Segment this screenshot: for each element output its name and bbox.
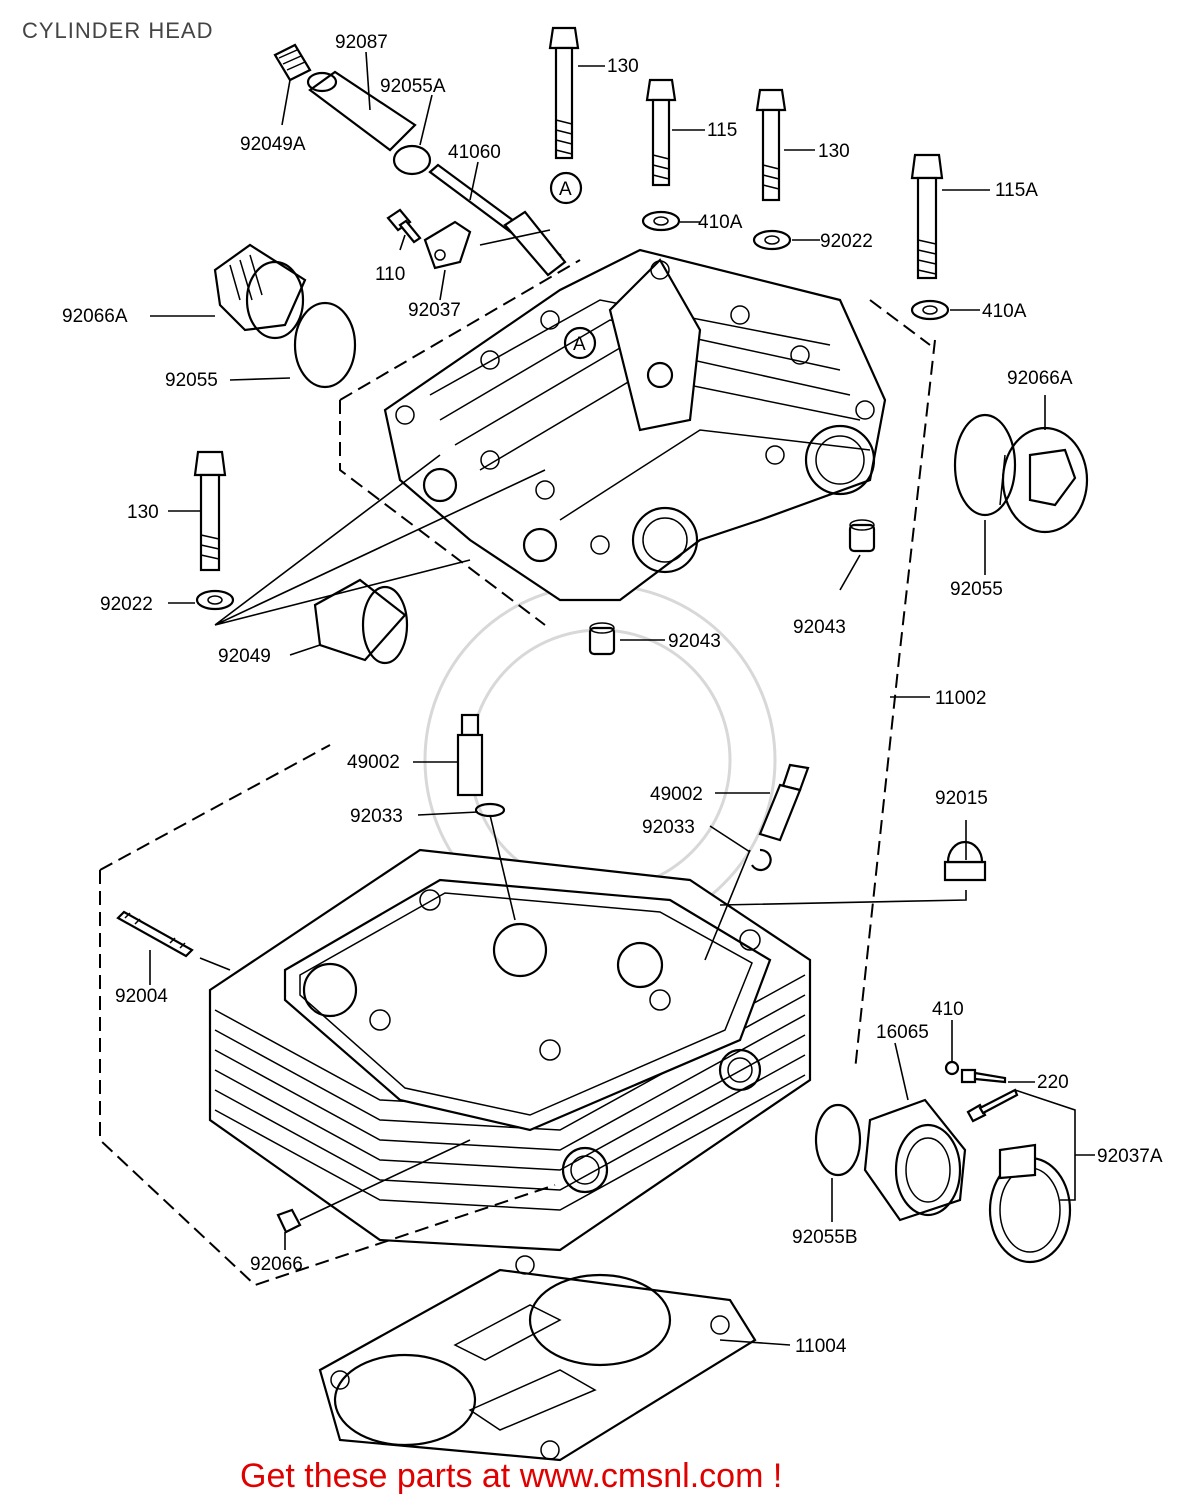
label-92055B: 92055B — [792, 1227, 858, 1248]
dowel-92043-upper — [848, 519, 876, 553]
label-115A: 115A — [995, 180, 1038, 201]
label-92037: 92037 — [408, 300, 461, 321]
label-92022-top: 92022 — [820, 231, 873, 252]
bolt-130-middle — [755, 88, 787, 202]
label-92037A: 92037A — [1097, 1146, 1163, 1167]
label-92087: 92087 — [335, 32, 388, 53]
head-gasket-11004 — [318, 1255, 757, 1462]
label-92049: 92049 — [218, 646, 271, 667]
part-labels: 92087 92055A 92049A 41060 130 115 130 11… — [62, 32, 1163, 1357]
label-92004: 92004 — [115, 986, 168, 1007]
label-16065: 16065 — [876, 1022, 929, 1043]
washer-92022-top — [752, 229, 792, 251]
label-92066: 92066 — [250, 1254, 303, 1275]
washer-410A-right — [910, 299, 950, 321]
label-92066A-right: 92066A — [1007, 368, 1073, 389]
label-410A-top: 410A — [698, 212, 743, 233]
plug-92066 — [276, 1208, 302, 1234]
label-92049A: 92049A — [240, 134, 306, 155]
label-92055A: 92055A — [380, 76, 446, 97]
washer-92022-left — [195, 589, 235, 611]
footer-promo-link[interactable]: Get these parts at www.cmsnl.com ! — [240, 1457, 782, 1495]
label-220: 220 — [1037, 1072, 1069, 1093]
label-92043-lower: 92043 — [668, 631, 721, 652]
label-92055-right: 92055 — [950, 579, 1003, 600]
label-92055-left: 92055 — [165, 370, 218, 391]
label-92033-left: 92033 — [350, 806, 403, 827]
label-130-middle: 130 — [818, 141, 850, 162]
valve-guide-49002-right — [758, 763, 810, 842]
label-11002: 11002 — [935, 688, 986, 709]
o-ring-92055B — [814, 1103, 862, 1177]
label-92043-upper: 92043 — [793, 617, 846, 638]
callout-a-circle-top: A — [549, 171, 583, 205]
bolt-115A — [910, 153, 944, 280]
svg-text:A: A — [559, 179, 572, 200]
label-130-left: 130 — [127, 502, 159, 523]
o-ring-92055-left — [293, 301, 357, 389]
sleeve-92087 — [306, 70, 417, 152]
label-49002-left: 49002 — [347, 752, 400, 773]
washer-410-small — [944, 1060, 960, 1076]
acorn-nut-92015 — [943, 840, 987, 882]
clamp-92037A — [988, 1143, 1072, 1264]
bolt-130-top — [548, 26, 580, 160]
label-92015: 92015 — [935, 788, 988, 809]
washer-410A-top — [641, 210, 681, 232]
label-92022-left: 92022 — [100, 594, 153, 615]
label-11004: 11004 — [795, 1336, 847, 1357]
o-ring-92055-right — [953, 413, 1017, 517]
label-410A-right: 410A — [982, 301, 1027, 322]
valve-guide-49002-left — [456, 713, 484, 797]
filter-92049A — [273, 43, 312, 82]
leader-lines — [149, 51, 1095, 1346]
screw-220 — [960, 1068, 1019, 1123]
intake-holder-16065 — [863, 1098, 967, 1222]
svg-text:A: A — [573, 334, 586, 355]
cylinder-head-cover — [383, 248, 887, 602]
label-410: 410 — [932, 999, 964, 1020]
stud-92004 — [116, 910, 194, 958]
shaft-41060 — [428, 163, 567, 277]
cap-92049 — [313, 578, 409, 665]
plug-92066A-left — [213, 243, 307, 340]
bolt-110 — [386, 208, 422, 244]
label-49002-right: 49002 — [650, 784, 703, 805]
bracket-92037 — [423, 220, 472, 270]
dowel-92043-lower — [588, 622, 616, 656]
bolt-130-left — [193, 450, 227, 572]
label-115: 115 — [707, 120, 737, 141]
label-110: 110 — [375, 264, 405, 285]
circlip-92033-right — [751, 848, 772, 872]
bolt-115 — [645, 78, 677, 187]
label-92033-right: 92033 — [642, 817, 695, 838]
callout-a-circle-cover: A — [563, 326, 597, 360]
diagram-title: CYLINDER HEAD — [22, 18, 213, 43]
label-130-top: 130 — [607, 56, 639, 77]
label-41060: 41060 — [448, 142, 501, 163]
label-92066A-left: 92066A — [62, 306, 128, 327]
o-ring-92055A — [392, 144, 432, 176]
cylinder-head — [208, 848, 812, 1252]
